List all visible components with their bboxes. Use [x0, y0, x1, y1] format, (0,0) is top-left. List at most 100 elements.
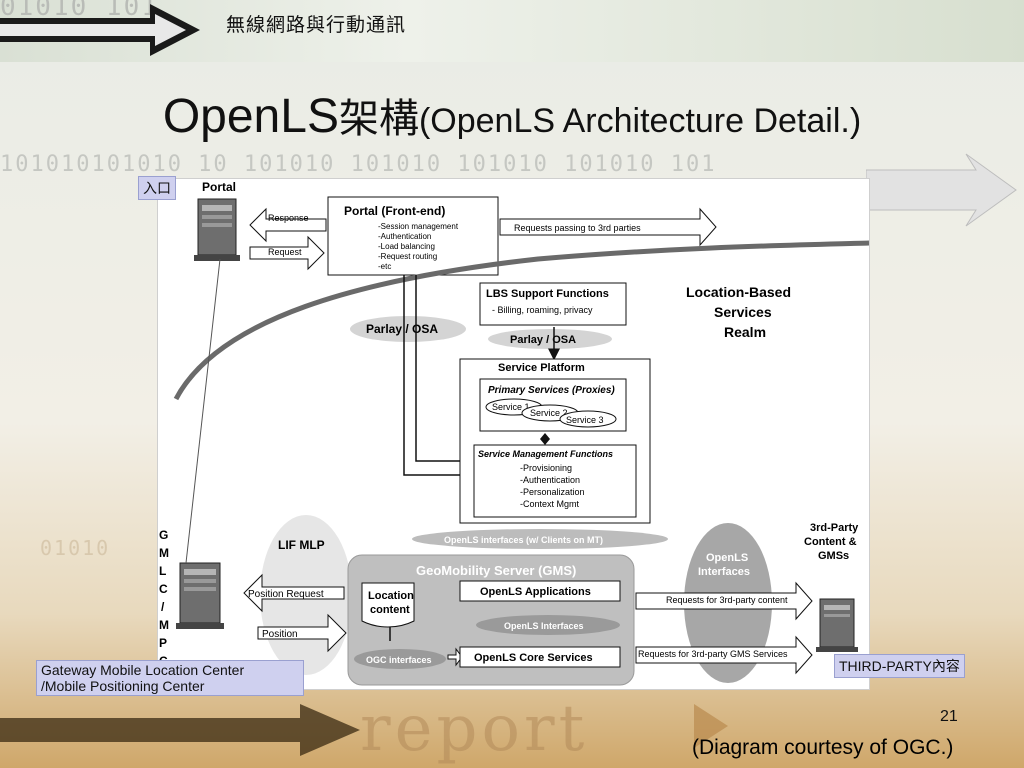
service-platform-title: Service Platform	[498, 362, 585, 374]
third-party-line2: Content &	[804, 536, 857, 548]
binary-decoration-mid: 101010101010 10 101010 101010 101010 101…	[0, 152, 717, 177]
gmlc-callout: Gateway Mobile Location Center /Mobile P…	[36, 660, 304, 696]
requests-3rd-parties-label: Requests passing to 3rd parties	[514, 223, 641, 233]
arrow-decoration-top	[0, 4, 200, 56]
smf-item-1: -Provisioning	[520, 463, 572, 473]
position-label: Position	[262, 629, 298, 640]
third-party-line3: GMSs	[818, 550, 849, 562]
smf-item-4: -Context Mgmt	[520, 499, 580, 509]
report-watermark: report	[360, 692, 589, 766]
parlay-osa-left-label: Parlay / OSA	[366, 322, 438, 336]
parlay-osa-oval-mid	[488, 329, 612, 349]
architecture-diagram: Portal Response Request Portal (Front-en…	[157, 178, 870, 690]
openls-interfaces-clients-label: OpenLS interfaces (w/ Clients on MT)	[444, 535, 603, 545]
request-label: Request	[268, 247, 302, 257]
frontend-item-3: -Load balancing	[378, 242, 435, 251]
location-content-box	[361, 582, 415, 628]
svg-text:P: P	[159, 636, 167, 650]
frontend-item-4: -Request routing	[378, 252, 437, 261]
gmlc-callout-line1: Gateway Mobile Location Center	[41, 662, 245, 678]
play-triangle-decoration	[694, 704, 728, 748]
openls-applications-box	[459, 580, 621, 602]
smf-box	[473, 444, 637, 518]
parlay-osa-oval-left	[350, 316, 466, 342]
portal-callout: 入口	[138, 176, 176, 200]
frontend-item-5: -etc	[378, 262, 391, 271]
binary-decoration-low: 01010	[40, 536, 111, 560]
arrow-decoration-bottom	[0, 704, 360, 756]
service-2-label: Service 2	[530, 408, 568, 418]
portal-server-icon	[194, 198, 240, 261]
title-part2: 架構	[338, 96, 419, 142]
req-3rd-content-label: Requests for 3rd-party content	[666, 595, 788, 605]
position-arrow	[257, 613, 347, 653]
response-arrow	[249, 207, 327, 243]
lbs-realm-line2: Services	[714, 304, 772, 320]
svg-text:L: L	[159, 564, 166, 578]
svg-text:C: C	[159, 582, 168, 596]
openls-core-label: OpenLS Core Services	[474, 652, 593, 664]
gmlc-server-icon	[176, 562, 224, 629]
frontend-item-2: -Authentication	[378, 232, 431, 241]
arrow-decoration-right	[866, 153, 1017, 227]
parlay-osa-mid-label: Parlay / OSA	[510, 334, 576, 346]
service-3-oval	[559, 410, 617, 428]
diagram-svg: Portal Response Request Portal (Front-en…	[159, 180, 869, 686]
portal-gmlc-link	[185, 258, 221, 564]
gmlc-vertical-label: G M L C / M P C	[159, 528, 169, 668]
title-part1: OpenLS	[162, 90, 339, 143]
location-content-line1: Location	[368, 590, 414, 602]
smf-item-3: -Personalization	[520, 487, 585, 497]
requests-3rd-parties-arrow	[499, 207, 717, 247]
service-1-label: Service 1	[492, 402, 530, 412]
ogc-to-core-arrow	[447, 647, 463, 667]
position-request-label: Position Request	[248, 589, 324, 600]
openls-interfaces-inner-label: OpenLS Interfaces	[504, 621, 584, 631]
openls-interfaces-clients-oval	[412, 529, 668, 549]
third-party-callout: THIRD-PARTY內容	[834, 654, 965, 678]
ogc-interfaces-oval	[354, 649, 446, 669]
lbs-support-title: LBS Support Functions	[486, 288, 609, 300]
lbs-support-item: - Billing, roaming, privacy	[492, 305, 593, 315]
portal-frontend-title: Portal (Front-end)	[344, 204, 445, 218]
lbs-support-box	[479, 282, 627, 326]
service-3-label: Service 3	[566, 415, 604, 425]
req-3rd-gms-label: Requests for 3rd-party GMS Services	[638, 649, 788, 659]
svg-text:M: M	[159, 546, 169, 560]
third-party-server-icon	[816, 598, 858, 652]
svg-text:G: G	[159, 528, 168, 542]
realm-boundary-curve	[173, 240, 869, 401]
frontend-item-1: -Session management	[378, 222, 459, 231]
lbs-realm-line1: Location-Based	[686, 284, 791, 300]
title-part3: (OpenLS Architecture Detail.)	[418, 102, 862, 140]
platform-link-diamond	[540, 433, 550, 445]
req-3rd-content-arrow	[635, 581, 813, 621]
portal-frontend-box	[327, 196, 499, 276]
openls-interfaces-inner-oval	[476, 615, 620, 635]
primary-services-title: Primary Services (Proxies)	[488, 385, 615, 396]
location-content-line2: content	[370, 604, 410, 616]
course-title: 無線網路與行動通訊	[226, 14, 407, 36]
smf-title: Service Management Functions	[478, 449, 613, 459]
request-arrow	[249, 235, 325, 271]
lif-mlp-label: LIF MLP	[278, 538, 325, 552]
page-number: 21	[940, 708, 958, 725]
svg-text:M: M	[159, 618, 169, 632]
svg-text:/: /	[161, 600, 165, 614]
slide-title: OpenLS架構(OpenLS Architecture Detail.)	[0, 86, 1024, 144]
ogc-interfaces-label: OGC interfaces	[366, 655, 432, 665]
openls-applications-label: OpenLS Applications	[480, 586, 591, 598]
portal-label: Portal	[202, 180, 236, 194]
openls-core-box	[459, 646, 621, 668]
lbs-realm-line3: Realm	[724, 324, 766, 340]
diagram-courtesy: (Diagram courtesy of OGC.)	[692, 736, 954, 759]
gms-title: GeoMobility Server (GMS)	[416, 563, 576, 578]
gmlc-callout-line2: /Mobile Positioning Center	[41, 678, 205, 694]
frontend-to-smf-line	[403, 275, 462, 476]
position-request-arrow	[243, 573, 345, 613]
response-label: Response	[268, 213, 309, 223]
openls-interfaces-oval-line1: OpenLS	[706, 552, 748, 564]
binary-decoration-top: 01010 101	[0, 0, 159, 22]
smf-item-2: -Authentication	[520, 475, 580, 485]
frontend-to-smf-line-2	[415, 275, 462, 462]
